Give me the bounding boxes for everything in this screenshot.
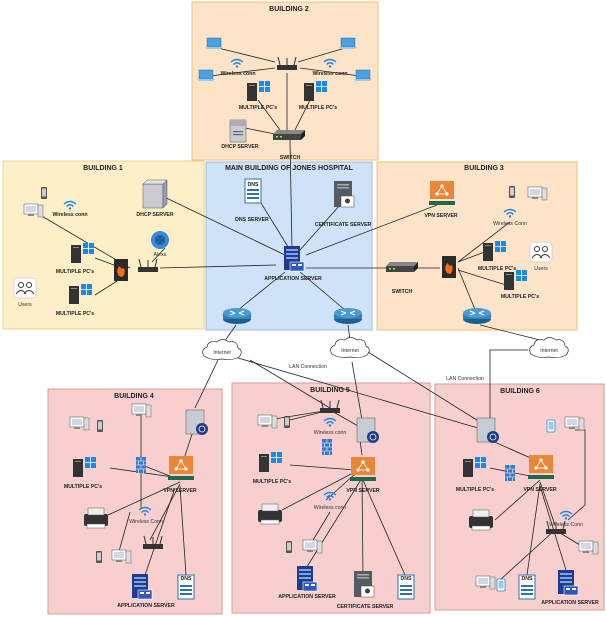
label-wireless-conn: Wireless conn bbox=[220, 71, 255, 77]
zone-title-building-5: BUILDING 5 bbox=[310, 387, 350, 394]
label-dhcp-server: DHCP SERVER bbox=[136, 212, 174, 218]
zone-title-building-4: BUILDING 4 bbox=[114, 393, 154, 400]
label-vpn-server: VPN SERVER bbox=[346, 488, 380, 494]
vpn-server-icon bbox=[428, 180, 456, 206]
zone-title-building-1: BUILDING 1 bbox=[83, 165, 123, 172]
label-multiple-pcs: MULTIPLE PC's bbox=[253, 479, 291, 485]
label-multiple-pcs: MULTIPLE PC's bbox=[56, 311, 94, 317]
label-multiple-pcs: MULTIPLE PC's bbox=[478, 266, 516, 272]
label-wireless-conn: Wireless Conn bbox=[549, 522, 583, 528]
phone-icon bbox=[96, 551, 102, 563]
label-wireless-conn: Wireless conn bbox=[312, 71, 347, 77]
laptop-icon bbox=[196, 69, 216, 82]
label-lan-connection: LAN Connection bbox=[289, 364, 327, 370]
phone-icon bbox=[97, 420, 103, 432]
brick-firewall-icon bbox=[504, 464, 516, 482]
users-icon bbox=[13, 277, 37, 299]
phone-icon bbox=[41, 187, 47, 199]
label-wireless-conn: Wireless Conn bbox=[493, 221, 527, 227]
label-dns-badge: DNS bbox=[522, 576, 533, 582]
label-switch: SWITCH bbox=[392, 289, 413, 295]
vpn-server-icon bbox=[527, 454, 555, 480]
label-multiple-pcs: MULTIPLE PC's bbox=[64, 484, 102, 490]
router-icon bbox=[222, 307, 252, 325]
zone-title-building-3: BUILDING 3 bbox=[464, 165, 504, 172]
label-dns-badge: DNS bbox=[181, 576, 192, 582]
label-certificate-server: CERTIFICATE SERVER bbox=[315, 222, 372, 228]
zone-building-1 bbox=[2, 160, 205, 330]
label-dns-server: DNS SERVER bbox=[235, 217, 269, 223]
label-multiple-pcs: MULTIPLE PC's bbox=[299, 105, 337, 111]
label-wireless-conn: Wireless Conn bbox=[129, 519, 163, 525]
switch-icon bbox=[273, 130, 305, 140]
label-application-server: APPLICATION SERVER bbox=[117, 603, 175, 609]
label-switch: SWITCH bbox=[280, 155, 301, 161]
switch-icon bbox=[386, 262, 418, 272]
label-multiple-pcs: MULTIPLE PC's bbox=[239, 105, 277, 111]
vpn-server-icon bbox=[167, 455, 195, 481]
label-vpn-server: VPN SERVER bbox=[163, 488, 197, 494]
label-application-server: APPLICATION SERVER bbox=[264, 276, 322, 282]
label-lan-connection: LAN Connection bbox=[446, 376, 484, 382]
label-application-server: APPLICATION SERVER bbox=[541, 600, 599, 606]
brick-firewall-icon bbox=[321, 438, 333, 456]
phone-icon bbox=[286, 541, 292, 553]
laptop-icon bbox=[353, 69, 373, 82]
label-internet: Internet bbox=[540, 348, 558, 354]
laptop-icon bbox=[338, 37, 358, 50]
zone-title-building-2: BUILDING 2 bbox=[269, 6, 309, 13]
laptop-icon bbox=[204, 37, 224, 50]
label-vpn-server: VPN SERVER bbox=[523, 487, 557, 493]
router-icon bbox=[333, 307, 363, 325]
label-dhcp-server: DHCP SERVER bbox=[221, 144, 259, 150]
firewall-icon bbox=[442, 256, 456, 278]
zone-title-building-6: BUILDING 6 bbox=[500, 388, 540, 395]
connection-lines bbox=[39, 47, 586, 581]
label-alexa: Alexa bbox=[154, 252, 167, 258]
label-dns-badge: DNS bbox=[401, 576, 412, 582]
label-wireless-conn: Wireless conn bbox=[314, 505, 347, 511]
label-multiple-pcs: MULTIPLE PC's bbox=[56, 269, 94, 275]
label-internet: Internet bbox=[341, 348, 359, 354]
certificate-server-icon bbox=[353, 570, 375, 598]
dhcp-server-icon bbox=[229, 119, 247, 143]
certificate-server-icon bbox=[333, 180, 355, 208]
label-wireless-conn: Wireless conn bbox=[52, 212, 87, 218]
label-wireless-conn: Wireless conn bbox=[314, 430, 347, 436]
alexa-icon bbox=[151, 231, 169, 249]
label-users: Users bbox=[534, 266, 548, 272]
label-internet: Internet bbox=[213, 350, 231, 356]
users-icon bbox=[529, 241, 553, 263]
label-multiple-pcs: MULTIPLE PC's bbox=[501, 294, 539, 300]
label-dns-badge: DNS bbox=[248, 182, 259, 188]
label-application-server: APPLICATION SERVER bbox=[278, 594, 336, 600]
tablet-icon bbox=[546, 419, 556, 433]
phone-icon bbox=[509, 186, 515, 198]
zone-title-main-building: MAIN BUILDING OF JONES HOSPITAL bbox=[225, 165, 354, 172]
phone-icon bbox=[284, 416, 290, 428]
label-certificate-server: CERTIFICATE SERVER bbox=[337, 604, 394, 610]
firewall-icon bbox=[114, 259, 128, 281]
vpn-server-icon bbox=[349, 456, 377, 482]
label-users: Users bbox=[18, 302, 32, 308]
label-vpn-server: VPN SERVER bbox=[424, 213, 458, 219]
label-multiple-pcs: MULTIPLE PC's bbox=[456, 487, 494, 493]
dhcp-server-icon bbox=[142, 179, 168, 209]
router-icon bbox=[462, 307, 492, 325]
brick-firewall-icon bbox=[135, 456, 147, 474]
tablet-icon bbox=[496, 578, 506, 592]
